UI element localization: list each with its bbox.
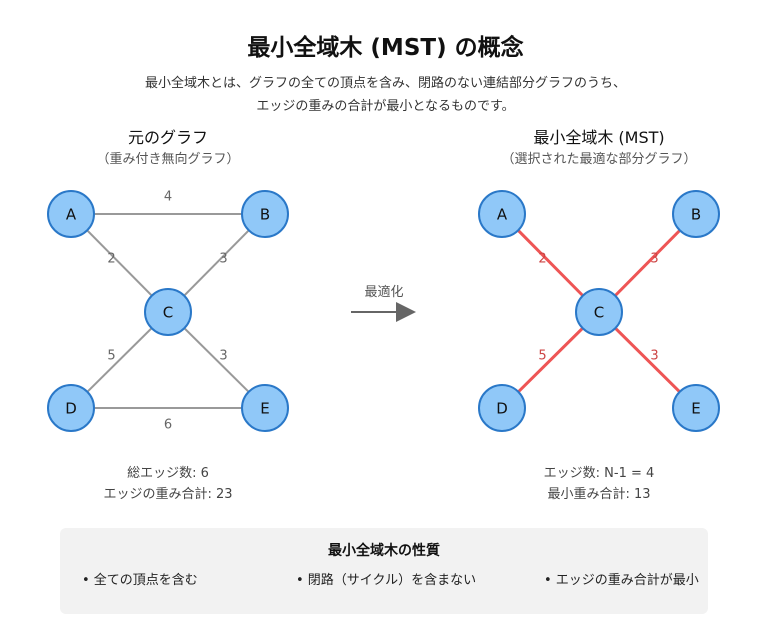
node-C (144, 288, 192, 336)
node-D (47, 384, 95, 432)
node-B (241, 190, 289, 238)
mst-stat-edges: エッジ数: N-1 = 4 (543, 466, 655, 481)
original-graph-subtitle: （重み付き無向グラフ） (96, 152, 240, 167)
property-item: • 全ての頂点を含む (82, 573, 198, 588)
node-C (575, 288, 623, 336)
mst-graph-nodes: A B C D E (478, 190, 720, 432)
original-graph-title: 元のグラフ (127, 128, 208, 147)
node-A (47, 190, 95, 238)
edge-weight-label: 3 (650, 349, 658, 364)
properties-panel: 最小全域木の性質 • 全ての頂点を含む • 閉路（サイクル）を含まない • エッ… (60, 528, 708, 614)
mst-graph-weights: 2 3 5 3 (538, 252, 658, 364)
node-D (478, 384, 526, 432)
page-title: 最小全域木 (MST) の概念 (247, 35, 524, 61)
node-label: B (691, 206, 701, 224)
edge-weight-label: 3 (219, 252, 227, 267)
node-E (241, 384, 289, 432)
properties-title: 最小全域木の性質 (328, 543, 440, 559)
edge-weight-label: 6 (164, 418, 172, 433)
edge-weight-label: 5 (107, 349, 115, 364)
node-label: C (594, 304, 604, 322)
node-label: B (260, 206, 270, 224)
original-stat-weight: エッジの重み合計: 23 (103, 487, 233, 502)
mst-graph-subtitle: （選択された最適な部分グラフ） (501, 152, 697, 167)
edge-weight-label: 2 (538, 252, 546, 267)
mst-stat-weight: 最小重み合計: 13 (547, 487, 651, 502)
node-E (672, 384, 720, 432)
node-label: C (163, 304, 173, 322)
description-line-1: 最小全域木とは、グラフの全ての頂点を含み、閉路のない連結部分グラフのうち、 (144, 76, 626, 91)
node-label: D (65, 400, 77, 418)
description-line-2: エッジの重みの合計が最小となるものです。 (256, 99, 515, 114)
original-graph-weights: 4 2 3 5 3 6 (107, 190, 227, 433)
node-A (478, 190, 526, 238)
edge-weight-label: 4 (164, 190, 172, 205)
edge-weight-label: 2 (107, 252, 115, 267)
node-label: E (260, 400, 269, 418)
property-item: • エッジの重み合計が最小 (544, 573, 699, 588)
node-label: A (66, 206, 77, 224)
node-label: D (496, 400, 508, 418)
property-item: • 閉路（サイクル）を含まない (296, 573, 477, 588)
arrow-label: 最適化 (364, 284, 403, 300)
mst-graph-title: 最小全域木 (MST) (533, 128, 665, 147)
edge-weight-label: 3 (650, 252, 658, 267)
original-stat-edges: 総エッジ数: 6 (127, 466, 209, 481)
original-graph-nodes: A B C D E (47, 190, 289, 432)
node-label: E (691, 400, 700, 418)
node-label: A (497, 206, 508, 224)
edge-weight-label: 3 (219, 349, 227, 364)
node-B (672, 190, 720, 238)
edge-weight-label: 5 (538, 349, 546, 364)
